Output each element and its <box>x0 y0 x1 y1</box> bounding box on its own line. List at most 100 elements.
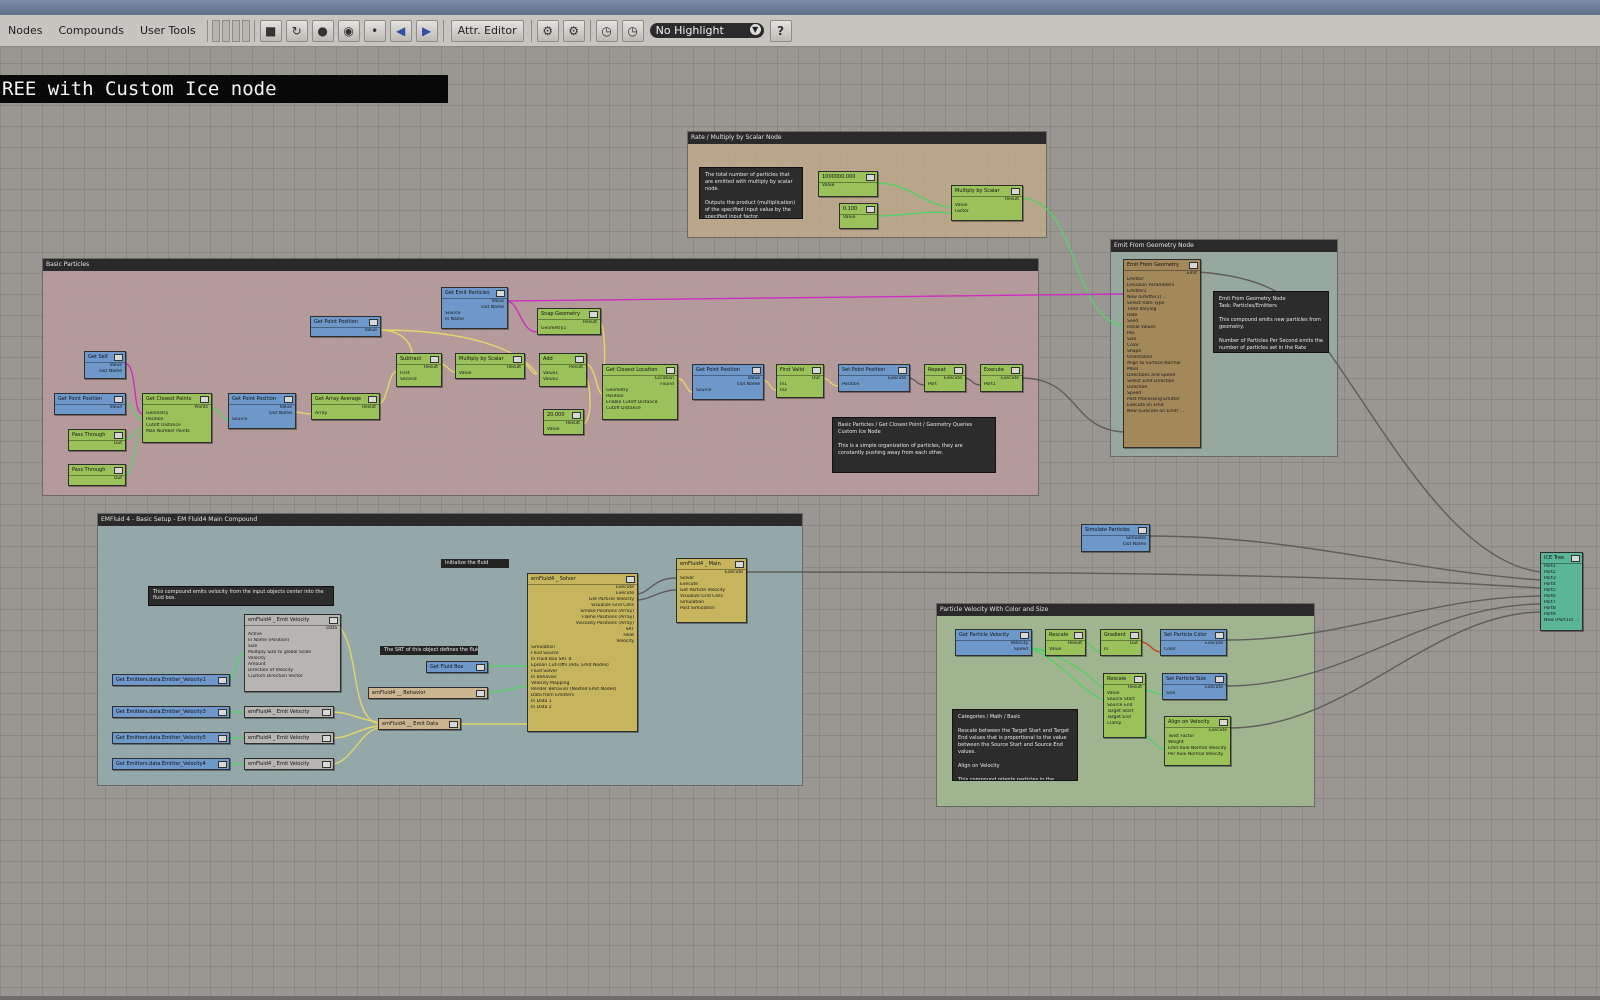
node-port[interactable]: Target Start <box>1107 709 1134 714</box>
node-emit-velocity-b[interactable]: emFluid4 _ Emit Velocity <box>244 706 334 718</box>
node-get-point-position-c[interactable]: Get Point Position Value <box>310 316 381 337</box>
node-get-emitters-d[interactable]: Get Emitters.data.Emitter_Velocity4 <box>112 758 230 770</box>
node-get-closest-points[interactable]: Get Closest Points Points Geometry Posit… <box>142 393 212 443</box>
node-port[interactable]: Value <box>822 183 835 188</box>
node-port[interactable]: Out <box>1129 641 1138 646</box>
node-port[interactable]: Port7 <box>1544 600 1556 605</box>
node-port[interactable]: New (Execute on Emit) ... <box>1127 409 1185 414</box>
node-port[interactable]: Result <box>507 365 521 370</box>
node-port[interactable]: Per Rule Normal Velocity <box>1168 752 1224 757</box>
node-port[interactable]: Render Behavior (Nested Emit Nodes) <box>531 687 617 692</box>
node-port[interactable]: In Data 2 <box>531 705 552 710</box>
node-port[interactable]: Direction <box>1127 385 1148 390</box>
node-port[interactable]: Value2 <box>543 377 559 382</box>
node-port[interactable]: Time Varying <box>1127 307 1157 312</box>
node-get-emitters-b[interactable]: Get Emitters.data.Emitter_Velocity3 <box>112 706 230 718</box>
node-get-fluid-box[interactable]: Get Fluid Box <box>426 661 488 673</box>
node-port[interactable]: Found <box>660 382 674 387</box>
node-scalar-small[interactable]: 0.100 Value <box>839 203 878 229</box>
node-port[interactable]: Size <box>1166 691 1176 696</box>
node-port[interactable]: Size <box>248 644 258 649</box>
node-port[interactable]: In1 <box>780 382 788 387</box>
node-emit-from-geometry[interactable]: Emit From Geometry Emit Emitter Emission… <box>1123 259 1201 448</box>
node-emfluid-main[interactable]: emFluid4 _ Main Execute Solver Execute G… <box>676 558 747 623</box>
help-button[interactable]: ? <box>769 19 792 42</box>
node-port[interactable]: Mass <box>1127 367 1139 372</box>
node-port[interactable]: Enable Cutoff Distance <box>606 400 658 405</box>
node-port[interactable]: Source Start <box>1107 697 1135 702</box>
node-port[interactable]: Post Simulation <box>680 606 715 611</box>
node-port[interactable]: Value <box>747 376 760 381</box>
node-get-emitters-c[interactable]: Get Emitters.data.Emitter_Velocity5 <box>112 732 230 744</box>
node-rescale-b[interactable]: Rescale Result Value Source Start Source… <box>1103 673 1146 738</box>
node-port[interactable]: First <box>400 371 410 376</box>
node-port[interactable]: Value <box>459 371 472 376</box>
node-port[interactable]: Simulate <box>1126 536 1146 541</box>
node-port[interactable]: Port1 <box>984 382 996 387</box>
node-get-closest-location[interactable]: Get Closest Location Location Found Geom… <box>602 364 678 420</box>
node-port[interactable]: Out <box>113 441 122 446</box>
node-port[interactable]: Out <box>811 376 820 381</box>
node-port[interactable]: Visualize Grid Cells <box>680 594 723 599</box>
node-port[interactable]: Source <box>232 417 248 422</box>
node-pass-through-b[interactable]: Pass Through Out <box>68 464 126 486</box>
node-port[interactable]: SRT <box>625 627 634 632</box>
node-port[interactable]: New (Emitter1) ... <box>1127 295 1167 300</box>
node-port[interactable]: Result <box>1128 685 1142 690</box>
node-port[interactable]: Value <box>955 203 968 208</box>
node-scalar-20[interactable]: 20.000 Result Value <box>543 409 584 435</box>
node-get-point-position-d[interactable]: Get Point Position Value Out Name Source <box>692 364 764 400</box>
node-port[interactable]: Align to Surface Normal <box>1127 361 1181 366</box>
node-snap-geometry[interactable]: Snap Geometry Result Geometry1 <box>537 308 601 335</box>
node-multiply-mid[interactable]: Multiply by Scalar Result Value <box>455 353 525 379</box>
node-port[interactable]: In Fluid Box SRT 0 <box>531 657 572 662</box>
node-port[interactable]: Out Name <box>269 411 292 416</box>
highlight-select[interactable]: No Highlight ▼ <box>649 23 764 38</box>
node-get-emit-particles[interactable]: Get Emit Particles Value Out Name Source… <box>441 287 508 329</box>
node-port[interactable]: Position <box>146 417 164 422</box>
sphere-icon[interactable]: ◉ <box>337 19 360 42</box>
node-port[interactable]: Position <box>842 382 860 387</box>
node-first-valid[interactable]: First Valid Out In1 In2 <box>776 364 824 398</box>
node-port[interactable]: Source End <box>1107 703 1133 708</box>
node-port[interactable]: Value <box>1107 691 1120 696</box>
node-port[interactable]: Port8 <box>1544 606 1556 611</box>
node-gradient[interactable]: Gradient Out In <box>1100 629 1142 656</box>
node-port[interactable]: Position <box>606 394 624 399</box>
node-port[interactable]: Out Name <box>481 305 504 310</box>
node-port[interactable]: Value <box>547 427 560 432</box>
node-port[interactable]: Execute <box>1209 728 1227 733</box>
node-port[interactable]: Flame Positions (Array) <box>581 615 634 620</box>
node-port[interactable]: Multiply Size to global Scale <box>248 650 312 655</box>
node-port[interactable]: Out Name <box>1123 542 1146 547</box>
node-port[interactable]: Fluid Source <box>531 651 559 656</box>
node-port[interactable]: Speed <box>1127 391 1142 396</box>
menu-nodes[interactable]: Nodes <box>8 24 43 37</box>
node-port[interactable]: Execute <box>888 376 906 381</box>
node-port[interactable]: Data from Emitters <box>531 693 575 698</box>
node-port[interactable]: Out Name <box>99 369 122 374</box>
node-port[interactable]: Out Name <box>737 382 760 387</box>
node-port[interactable]: Speed <box>1013 647 1028 652</box>
gear-off-icon[interactable]: ⚙ <box>562 19 585 42</box>
node-port[interactable]: Emitter1 <box>1127 289 1147 294</box>
node-port[interactable]: Result <box>569 365 583 370</box>
node-port[interactable]: Weight <box>1168 740 1184 745</box>
node-port[interactable]: Geometry1 <box>541 326 567 331</box>
node-get-array-average[interactable]: Get Array Average Result Array <box>311 393 380 420</box>
node-port[interactable]: Amount <box>248 662 266 667</box>
back-arrow-icon[interactable]: ◀ <box>389 19 412 42</box>
node-rescale-a[interactable]: Rescale Result Value <box>1045 629 1086 656</box>
node-get-point-position-a[interactable]: Get Point Position Value <box>54 393 126 415</box>
node-set-particle-size[interactable]: Set Particle Size Execute Size <box>1162 673 1227 700</box>
node-port[interactable]: Result <box>424 365 438 370</box>
attr-editor-button[interactable]: Attr. Editor <box>450 19 524 42</box>
node-port[interactable]: Value <box>843 215 856 220</box>
node-port[interactable]: Value <box>491 299 504 304</box>
menu-user-tools[interactable]: User Tools <box>139 24 196 37</box>
node-port[interactable]: Emit Rule Normal Velocity <box>1168 746 1227 751</box>
node-port[interactable]: Clamp <box>1107 721 1122 726</box>
refresh-icon[interactable]: ↻ <box>285 19 308 42</box>
dot-icon[interactable]: • <box>363 19 386 42</box>
node-port[interactable]: Emit <box>1186 271 1197 276</box>
